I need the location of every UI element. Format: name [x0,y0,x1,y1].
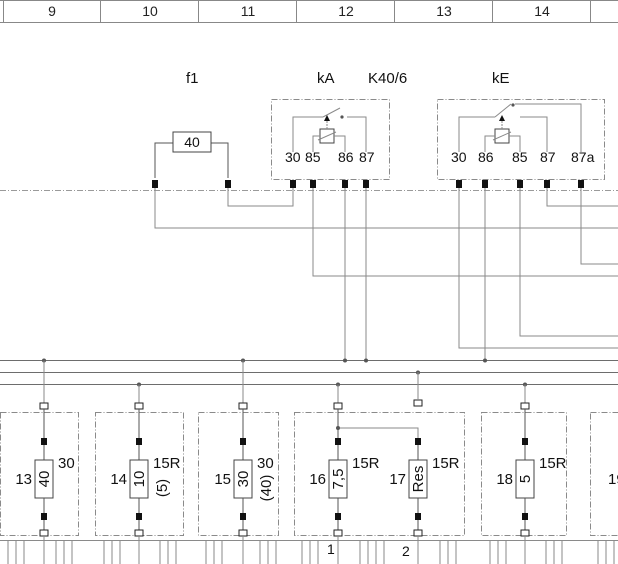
fuse-16-17-link [336,372,423,438]
bottom-comb [0,540,618,564]
relay-ke-pin-87: 87 [540,149,556,165]
column-label-13: 13 [436,3,452,19]
fuse-number: 18 [496,471,513,488]
relay-ka-pin-86: 86 [338,149,354,165]
relay-ke-pin-87a: 87a [571,149,595,165]
relay-ka: 30 85 86 87 [271,99,390,180]
fuse-number: 19 [608,471,618,488]
relay-ka-pin-30: 30 [285,149,301,165]
fuse-circuit: 30 [58,455,75,472]
boundary-terminals [152,180,584,188]
column-ruler: 9 10 11 12 13 14 [0,0,618,23]
fuse-block: 401330101415R(5)301530(40)7,51615RRes171… [15,360,618,564]
relay-ke-pin-30: 30 [451,149,467,165]
fuse-18: 5 18 15R [496,384,567,564]
relay-ke-pin-85: 85 [512,149,528,165]
relay-ka-sublabel: K40/6 [368,70,407,87]
column-label-10: 10 [142,3,158,19]
fuse-number: 13 [15,471,32,488]
fuse-number: 17 [389,471,406,488]
fuse-number: 15 [214,471,231,488]
bus-bars [0,358,618,387]
fuse-f1-label: f1 [186,70,199,87]
fuse-19: 19 [608,471,618,488]
fuse-16: 7,516 15R [309,384,380,564]
fuse-value: 5 [517,475,534,483]
relay-ka-pin-85: 85 [305,149,321,165]
fuse-value: 40 [36,471,53,488]
relay-ke: 30 86 85 87 87a [437,99,605,180]
wiring [154,188,618,360]
fuse-f1: 40 [154,131,229,178]
column-label-11: 11 [241,3,256,19]
bottom-label-2: 2 [402,543,410,559]
fuse-value: 10 [131,471,148,488]
bottom-label-1: 1 [327,541,335,557]
relay-ke-label: kE [492,70,510,87]
fuse-note: (5) [154,479,171,497]
fuse-circuit: 30 [257,455,274,472]
relay-ka-label: kA [317,70,335,87]
column-label-9: 9 [48,3,56,19]
fuse-number: 16 [309,471,326,488]
relay-ke-pin-86: 86 [478,149,494,165]
relay-ka-pin-87: 87 [359,149,375,165]
fuse-circuit: 15R [352,455,380,472]
fuse-note: (40) [258,475,275,502]
fuse-circuit: 15R [432,455,460,472]
fuse-f1-value: 40 [184,134,200,150]
fuse-value: Res [410,466,427,493]
fuse-value: 7,5 [330,469,347,490]
fuse-value: 30 [235,471,252,488]
fuse-circuit: 15R [153,455,181,472]
column-label-14: 14 [534,3,550,19]
column-label-12: 12 [338,3,354,19]
fuse-number: 14 [110,471,127,488]
fuse-circuit: 15R [539,455,567,472]
